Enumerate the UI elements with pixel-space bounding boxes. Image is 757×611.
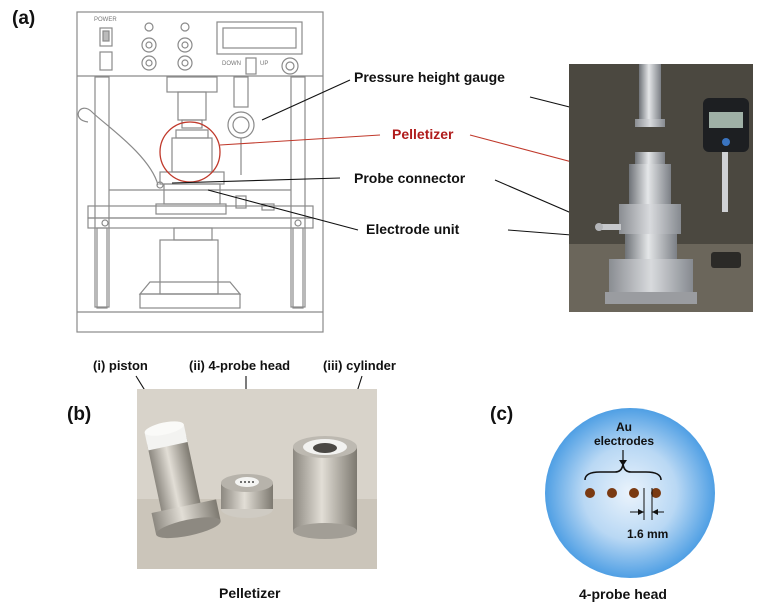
au-electrode-3	[629, 488, 639, 498]
label-cylinder: (iii) cylinder	[323, 358, 396, 373]
callout-pelletizer: Pelletizer	[392, 126, 454, 142]
power-label: POWER	[94, 17, 117, 23]
label-piston: (i) piston	[93, 358, 148, 373]
au-label-line2: electrodes	[593, 434, 655, 448]
apparatus-photo	[569, 64, 753, 312]
down-label: DOWN	[222, 61, 241, 67]
label-4-probe-head: (ii) 4-probe head	[189, 358, 291, 373]
au-electrode-2	[607, 488, 617, 498]
panel-c-label: (c)	[490, 404, 514, 425]
panel-b-label: (b)	[67, 404, 92, 425]
au-electrode-4	[651, 488, 661, 498]
au-electrodes-label: Au electrodes	[586, 420, 662, 448]
caption-4-probe-head: 4-probe head	[579, 586, 667, 602]
caption-pelletizer: Pelletizer	[219, 585, 281, 601]
up-label: UP	[260, 61, 269, 67]
au-label-line1: Au	[616, 420, 632, 434]
callout-pressure-gauge: Pressure height gauge	[354, 69, 505, 85]
callout-electrode-unit: Electrode unit	[366, 221, 460, 237]
pelletizer-parts-photo	[137, 389, 377, 569]
arrow-down-icon	[619, 460, 627, 466]
au-electrode-1	[585, 488, 595, 498]
panel-a-label: (a)	[12, 8, 36, 29]
spacing-label: 1.6 mm	[627, 527, 669, 541]
callout-probe-connector: Probe connector	[354, 170, 466, 186]
